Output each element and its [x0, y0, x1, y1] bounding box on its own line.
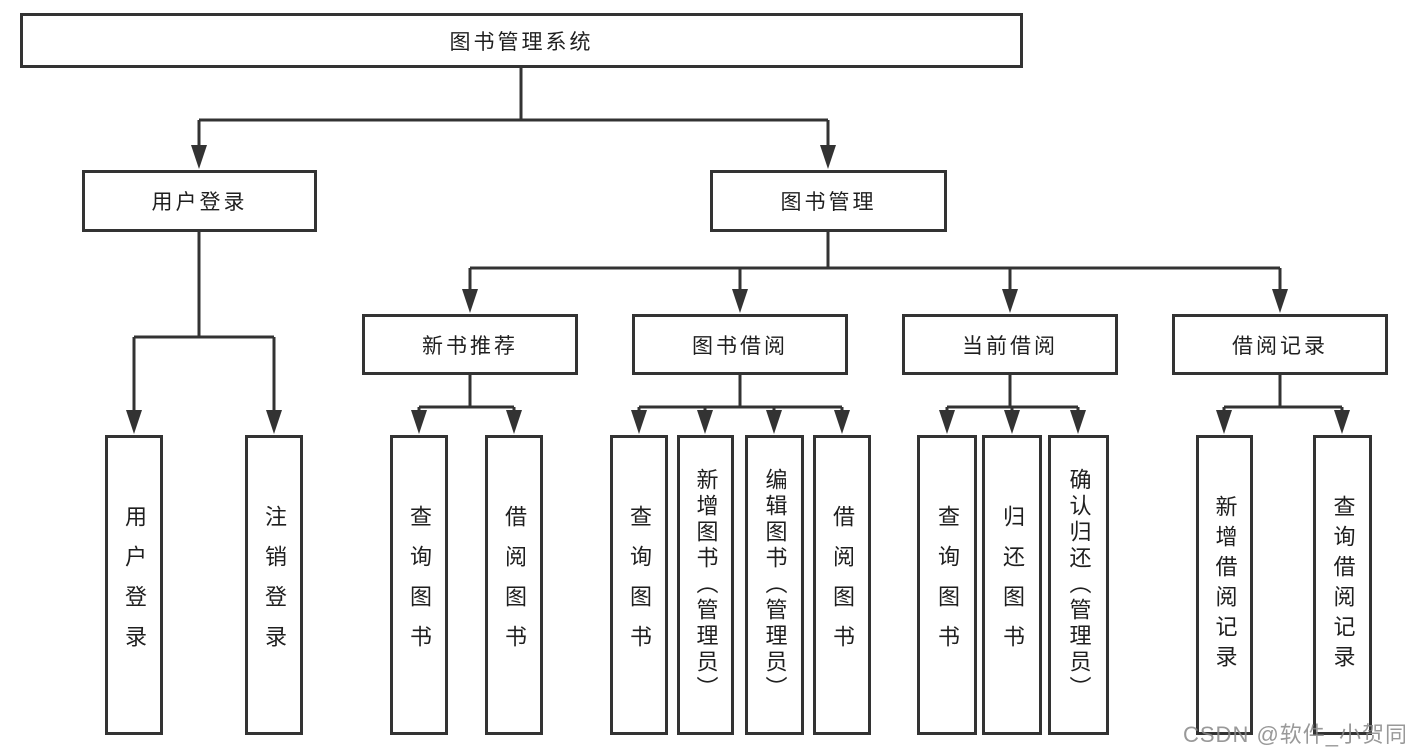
- node-book-borrowing: 图书借阅: [632, 314, 848, 375]
- node-new-book-recommendation: 新书推荐: [362, 314, 578, 375]
- node-current-borrowing: 当前借阅: [902, 314, 1118, 375]
- leaf-add-books-admin: 新增图书（管理员）: [677, 435, 734, 735]
- leaf-query-books-recommend: 查询图书: [390, 435, 448, 735]
- node-root-library-system: 图书管理系统: [20, 13, 1023, 68]
- node-label: 新书推荐: [422, 334, 518, 358]
- leaf-borrow-books-borrowing: 借阅图书: [813, 435, 871, 735]
- node-label: 图书借阅: [692, 334, 788, 358]
- leaf-borrow-books-recommend: 借阅图书: [485, 435, 543, 735]
- node-label: 新增借阅记录: [1212, 495, 1238, 675]
- node-label: 查询图书: [407, 505, 432, 665]
- node-label: 编辑图书（管理员）: [762, 468, 788, 702]
- leaf-logout: 注销登录: [245, 435, 303, 735]
- leaf-return-books: 归还图书: [982, 435, 1042, 735]
- node-borrowing-records: 借阅记录: [1172, 314, 1388, 375]
- leaf-query-borrow-record: 查询借阅记录: [1313, 435, 1372, 735]
- node-label: 用户登录: [151, 191, 248, 214]
- leaf-user-login: 用户登录: [105, 435, 163, 735]
- node-label: 借阅图书: [830, 505, 855, 665]
- leaf-confirm-return-admin: 确认归还（管理员）: [1048, 435, 1109, 735]
- leaf-query-books-borrowing: 查询图书: [610, 435, 668, 735]
- node-label: 新增图书（管理员）: [693, 468, 719, 702]
- leaf-edit-books-admin: 编辑图书（管理员）: [745, 435, 804, 735]
- node-label: 归还图书: [1000, 505, 1025, 665]
- node-label: 当前借阅: [962, 334, 1058, 358]
- node-user-login: 用户登录: [82, 170, 317, 232]
- node-book-management: 图书管理: [710, 170, 947, 232]
- node-label: 注销登录: [262, 505, 287, 665]
- arrowheads: [126, 145, 1350, 434]
- node-label: 借阅图书: [502, 505, 527, 665]
- node-label: 确认归还（管理员）: [1066, 468, 1092, 702]
- leaf-add-borrow-record: 新增借阅记录: [1196, 435, 1253, 735]
- csdn-watermark: CSDN @软件_小贺同学: [1183, 722, 1405, 747]
- node-label: 查询图书: [935, 505, 960, 665]
- node-label: 用户登录: [122, 505, 147, 665]
- node-label: 图书管理: [780, 191, 877, 214]
- node-label: 查询图书: [627, 505, 652, 665]
- leaf-query-books-current: 查询图书: [917, 435, 977, 735]
- node-label: 查询借阅记录: [1330, 495, 1356, 675]
- node-label: 借阅记录: [1232, 334, 1328, 358]
- node-label: 图书管理系统: [449, 30, 594, 54]
